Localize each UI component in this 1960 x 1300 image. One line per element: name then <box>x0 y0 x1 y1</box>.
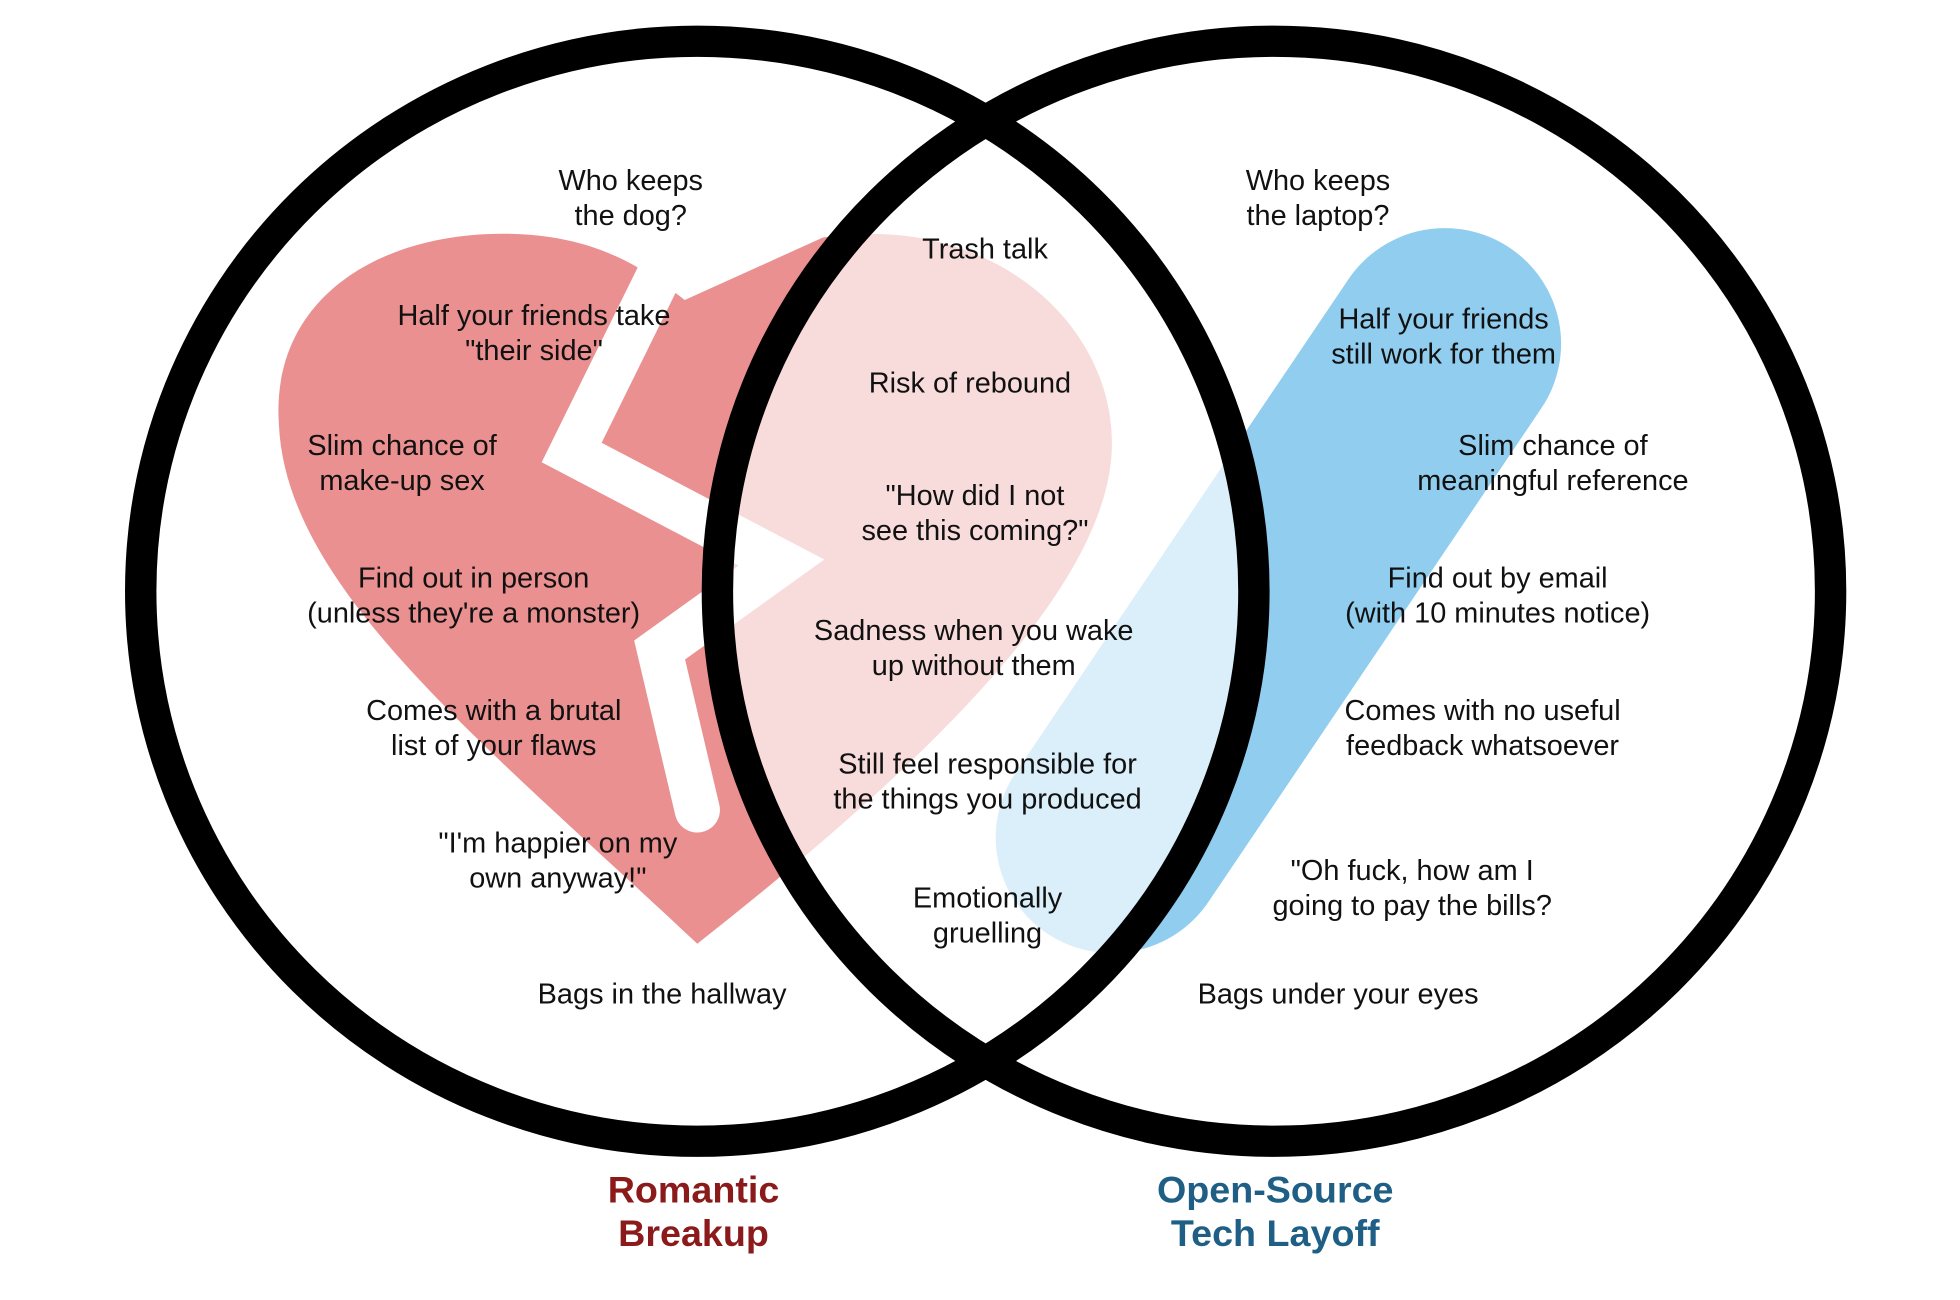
item-line: own anyway!" <box>469 863 646 895</box>
left-item: Half your friends take"their side" <box>398 300 671 367</box>
item-line: meaningful reference <box>1417 465 1688 497</box>
item-line: the things you produced <box>833 784 1141 816</box>
label-line: Open-Source <box>1157 1169 1394 1211</box>
item-line: Who keeps <box>1246 165 1391 197</box>
item-line: Trash talk <box>922 234 1048 266</box>
item-line: Risk of rebound <box>869 368 1071 400</box>
item-line: "How did I not <box>886 480 1065 512</box>
item-line: Sadness when you wake <box>814 615 1134 647</box>
right-item: Find out by email(with 10 minutes notice… <box>1345 563 1650 630</box>
item-line: "Oh fuck, how am I <box>1291 855 1534 887</box>
item-line: still work for them <box>1331 339 1556 371</box>
item-line: going to pay the bills? <box>1272 890 1551 922</box>
item-line: Who keeps <box>558 165 703 197</box>
item-line: Emotionally <box>913 883 1063 915</box>
item-line: gruelling <box>933 918 1042 950</box>
right-item: Bags under your eyes <box>1198 979 1479 1011</box>
item-line: Slim chance of <box>307 430 497 462</box>
right-circle <box>701 25 1847 1157</box>
item-line: Bags under your eyes <box>1198 979 1479 1011</box>
left-item: Bags in the hallway <box>538 979 787 1011</box>
item-line: Find out in person <box>358 563 589 595</box>
item-line: Bags in the hallway <box>538 979 787 1011</box>
left-circle <box>125 25 1270 1157</box>
item-line: list of your flaws <box>391 730 596 762</box>
item-line: see this coming?" <box>861 515 1088 547</box>
label-line: Tech Layoff <box>1171 1212 1380 1254</box>
shared-item: Risk of rebound <box>869 368 1071 400</box>
item-line: the laptop? <box>1246 200 1389 232</box>
item-line: Find out by email <box>1388 563 1608 595</box>
item-line: up without them <box>872 650 1076 682</box>
item-line: make-up sex <box>319 465 485 497</box>
item-line: Comes with no useful <box>1344 695 1620 727</box>
shared-item: Trash talk <box>922 234 1048 266</box>
item-line: Comes with a brutal <box>366 695 621 727</box>
item-line: Slim chance of <box>1458 430 1648 462</box>
item-line: Still feel responsible for <box>838 749 1137 781</box>
item-line: (unless they're a monster) <box>307 598 640 630</box>
label-line: Breakup <box>618 1212 769 1254</box>
label-line: Romantic <box>608 1169 780 1211</box>
item-line: Half your friends take <box>398 300 671 332</box>
item-line: the dog? <box>574 200 686 232</box>
item-line: Half your friends <box>1338 304 1548 336</box>
left-item: Find out in person(unless they're a mons… <box>307 563 640 630</box>
item-line: feedback whatsoever <box>1346 730 1619 762</box>
item-line: "I'm happier on my <box>438 828 678 860</box>
item-line: "their side" <box>465 335 603 367</box>
item-line: (with 10 minutes notice) <box>1345 598 1650 630</box>
